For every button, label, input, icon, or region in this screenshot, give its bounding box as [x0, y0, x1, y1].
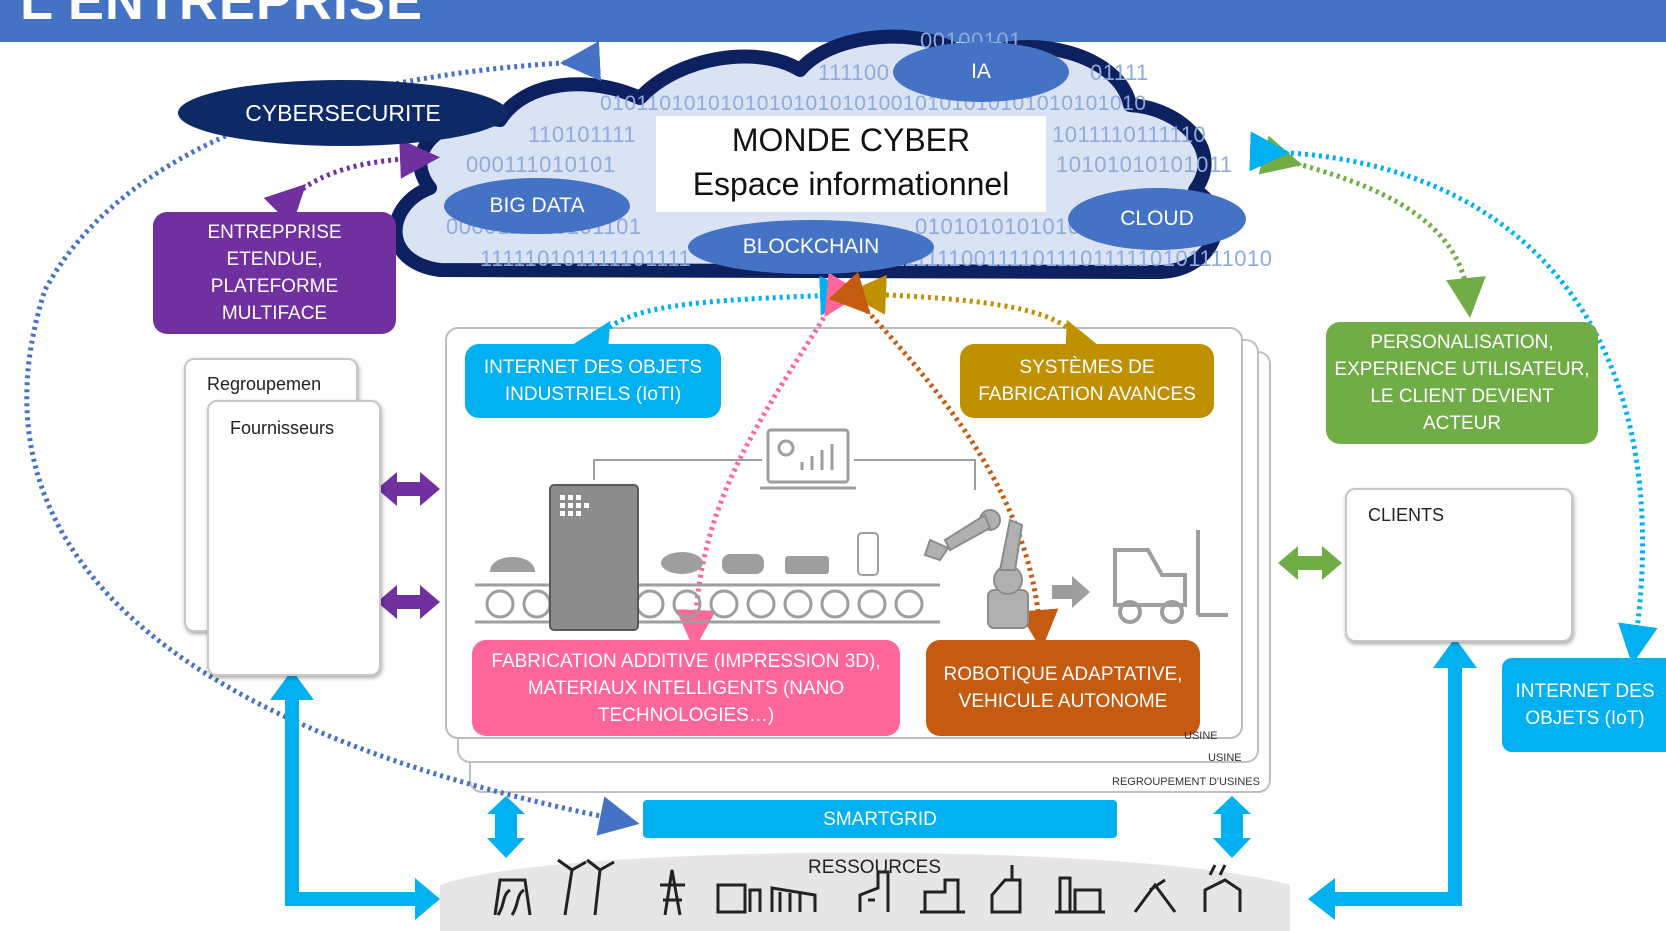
usine-label-1: USINE [1184, 730, 1218, 742]
resources-icons [493, 858, 1242, 916]
cloud-title: MONDE CYBER [731, 122, 971, 158]
blockchain-bubble: BLOCKCHAIN [688, 220, 934, 274]
supplier-factory-arrow-bottom [377, 585, 440, 619]
forklift-icon [1113, 530, 1228, 624]
ressources-label: RESSOURCES [808, 857, 942, 878]
conveyor-items [490, 532, 879, 576]
regroupement-label: REGROUPEMENT D'USINES [1112, 776, 1260, 788]
laptop-icon [760, 428, 856, 490]
additive-box: FABRICATION ADDITIVE (IMPRESSION 3D), MA… [472, 640, 900, 736]
smartgrid-bar: SMARTGRID [643, 800, 1117, 838]
iiot-box: INTERNET DES OBJETS INDUSTRIELS (IoTI) [465, 344, 721, 418]
binary-11: 111110101111101111 [480, 246, 692, 271]
clients-card [1345, 488, 1573, 642]
binary-4: 0101101010101010101010100101010101010101… [600, 92, 1147, 115]
systemes-box: SYSTÈMES DE FABRICATION AVANCES [960, 344, 1214, 418]
factory-clients-arrow [1278, 546, 1342, 580]
cloud-title-panel [656, 116, 1046, 212]
binary-6: 1011110111110 [1052, 122, 1207, 147]
entreprise-cloud-arrow [263, 138, 440, 227]
cloud-subtitle: Espace informationnel [692, 166, 1010, 202]
robot-arm-icon [923, 509, 1029, 629]
clients-label: CLIENTS [1368, 505, 1445, 525]
cybersecurite-bubble: CYBERSECURITE [178, 80, 508, 146]
iot-cloud-arrow [1249, 131, 1658, 665]
factory-smartgrid-arrow-left [487, 796, 525, 858]
iot-box: INTERNET DES OBJETS (IoT) [1502, 658, 1666, 752]
binary-12: 011111100111101110111110101111010 [880, 246, 1273, 271]
binary-5: 110101111 [528, 122, 637, 147]
suppliers-front-label: Fournisseurs [230, 418, 335, 438]
personalisation-cloud-arrow [1258, 135, 1486, 318]
robotique-box: ROBOTIQUE ADAPTATIVE, VEHICULE AUTONOME [926, 640, 1200, 736]
robotique-cloud-arrow [828, 271, 1059, 650]
suppliers-card-front [207, 400, 381, 676]
header-title: L'ENTREPRISE [20, 0, 423, 31]
entreprise-etendue-box: ENTREPPRISE ETENDUE, PLATEFORME MULTIFAC… [153, 212, 396, 334]
factory-smartgrid-arrow-right [1213, 796, 1251, 858]
laptop-connector-arrows [593, 459, 976, 490]
suppliers-resources-arrow [285, 695, 420, 906]
machine-keypad [560, 495, 589, 516]
suppliers-back-label: Regroupemen [207, 374, 322, 394]
supplier-factory-arrow-top [377, 472, 440, 506]
header-bar [0, 0, 1666, 42]
cloud-bubble: CLOUD [1068, 188, 1246, 250]
flow-arrow-icon [1052, 576, 1090, 608]
big-data-bubble: BIG DATA [444, 178, 630, 234]
clients-resources-arrow [1330, 665, 1462, 906]
binary-2: 111100 [818, 60, 890, 85]
binary-3: 01111 [1090, 60, 1149, 85]
usine-label-2: USINE [1208, 752, 1242, 764]
machine-tower [549, 484, 639, 631]
personalisation-box: PERSONALISATION, EXPERIENCE UTILISATEUR,… [1326, 322, 1598, 444]
ia-bubble: IA [893, 42, 1069, 102]
binary-8: 10101010101011 [1056, 152, 1233, 177]
binary-7: 000111010101 [466, 152, 616, 177]
